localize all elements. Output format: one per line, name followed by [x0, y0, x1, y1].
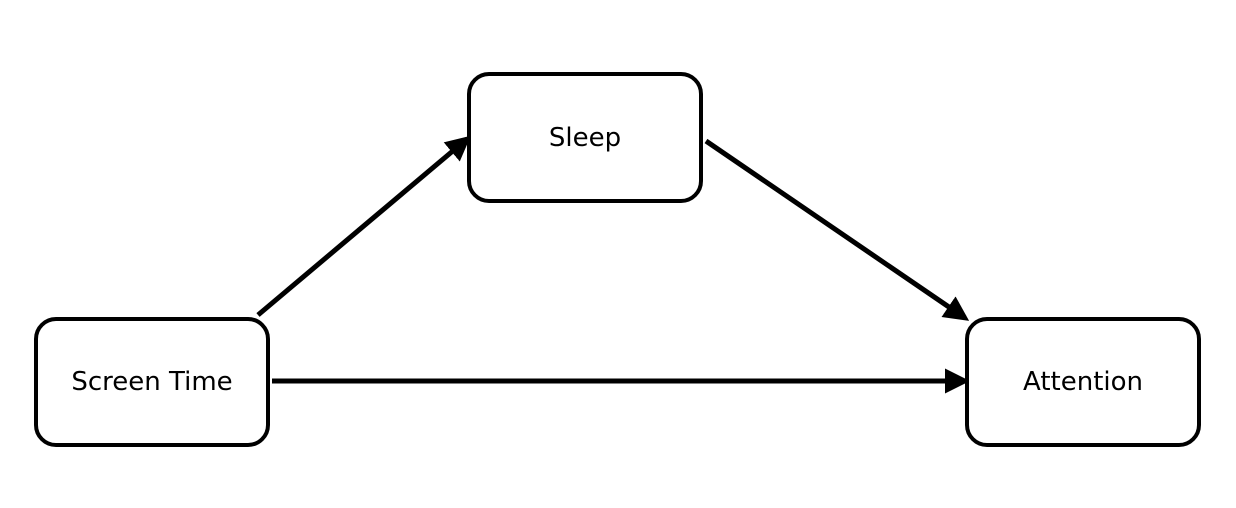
- node-sleep-label: Sleep: [548, 122, 622, 153]
- node-screen-time: Screen Time: [34, 317, 270, 447]
- node-sleep: Sleep: [467, 72, 703, 203]
- node-attention: Attention: [965, 317, 1201, 447]
- arrow-screen-time-to-sleep: [256, 135, 471, 317]
- node-attention-label: Attention: [1023, 367, 1143, 397]
- node-screen-time-label: Screen Time: [71, 367, 233, 397]
- arrow-sleep-to-attention: [704, 138, 970, 321]
